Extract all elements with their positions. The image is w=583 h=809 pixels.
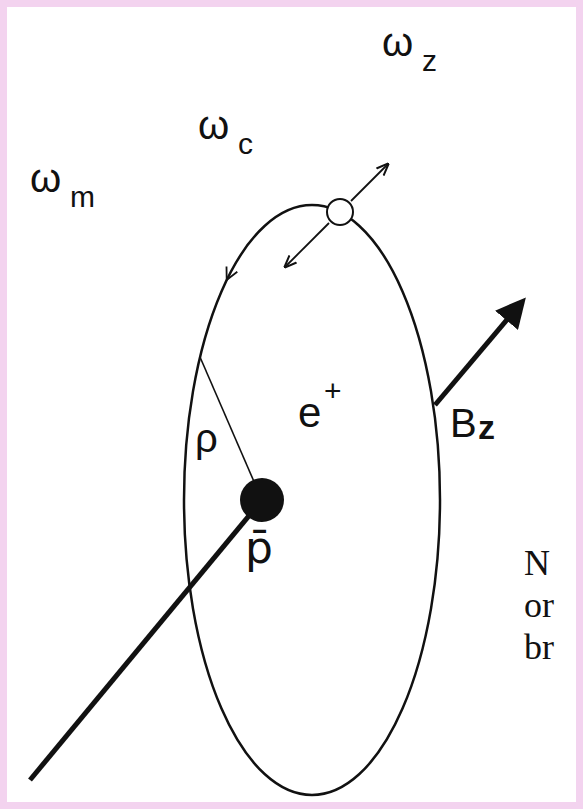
note-text: N: [524, 545, 550, 581]
charge-superscript: +: [324, 376, 342, 406]
field-direction: z: [478, 410, 495, 444]
positron-circle: [327, 199, 353, 225]
particle-symbol: e: [298, 392, 321, 434]
frequency-subscript: z: [422, 46, 437, 76]
frequency-symbol: ω: [382, 22, 413, 62]
particle-symbol: p̄: [245, 526, 273, 570]
frequency-symbol: ω: [198, 105, 229, 145]
white-ground: [7, 7, 576, 802]
field-symbol: B: [450, 403, 477, 443]
axial-arrow: [285, 223, 329, 267]
orbit-ellipse: [184, 205, 440, 795]
antiproton-dot: [240, 478, 284, 522]
frequency-symbol: ω: [30, 158, 61, 198]
note-text: br: [524, 629, 554, 665]
frequency-subscript: c: [238, 129, 253, 159]
field-arrow: [435, 302, 522, 405]
axis-line: [30, 500, 262, 780]
axial-arrow: [351, 164, 388, 201]
radius-symbol: ρ: [195, 418, 218, 458]
orbit-direction-arrow: [227, 267, 238, 280]
frequency-subscript: m: [70, 182, 95, 212]
note-text: or: [524, 587, 554, 623]
